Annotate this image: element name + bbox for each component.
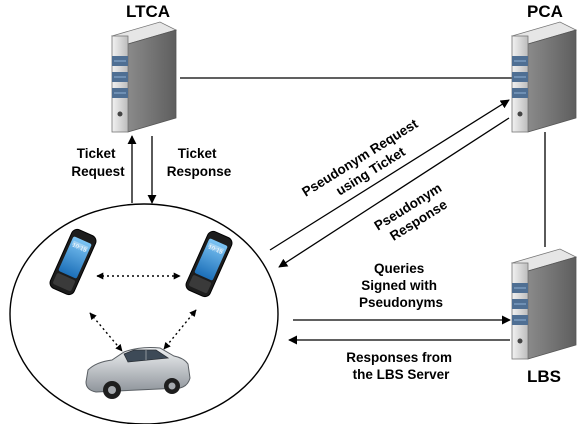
ltca-title: LTCA xyxy=(126,2,170,21)
phone-time-left: 10:15 xyxy=(71,243,88,255)
ltca-server-icon xyxy=(111,21,177,133)
pca-title: PCA xyxy=(527,2,563,21)
pseudonym-request-arrow xyxy=(269,99,510,251)
pseudonym-response-arrow xyxy=(278,117,510,268)
smartphone-icon-right: 10:15 xyxy=(183,228,235,300)
ticket-request-label: Ticket Request xyxy=(71,146,125,179)
pseudonym-response-label: Pseudonym Response xyxy=(371,178,456,248)
queries-label: Queries Signed with Pseudonyms xyxy=(359,261,443,310)
responses-label: Responses from the LBS Server xyxy=(346,350,456,382)
car-icon xyxy=(85,347,191,399)
phone-time-right: 10:15 xyxy=(207,245,224,257)
smartphone-icon-left: 10:15 xyxy=(47,226,99,298)
phone-car-link-left xyxy=(89,312,123,352)
phone-car-link-right xyxy=(163,309,197,350)
pca-server-icon xyxy=(511,21,577,133)
lbs-title: LBS xyxy=(527,367,561,386)
ticket-response-label: Ticket Response xyxy=(167,146,232,179)
lbs-server-icon xyxy=(511,248,577,360)
vehicle-network-ellipse xyxy=(9,203,279,424)
